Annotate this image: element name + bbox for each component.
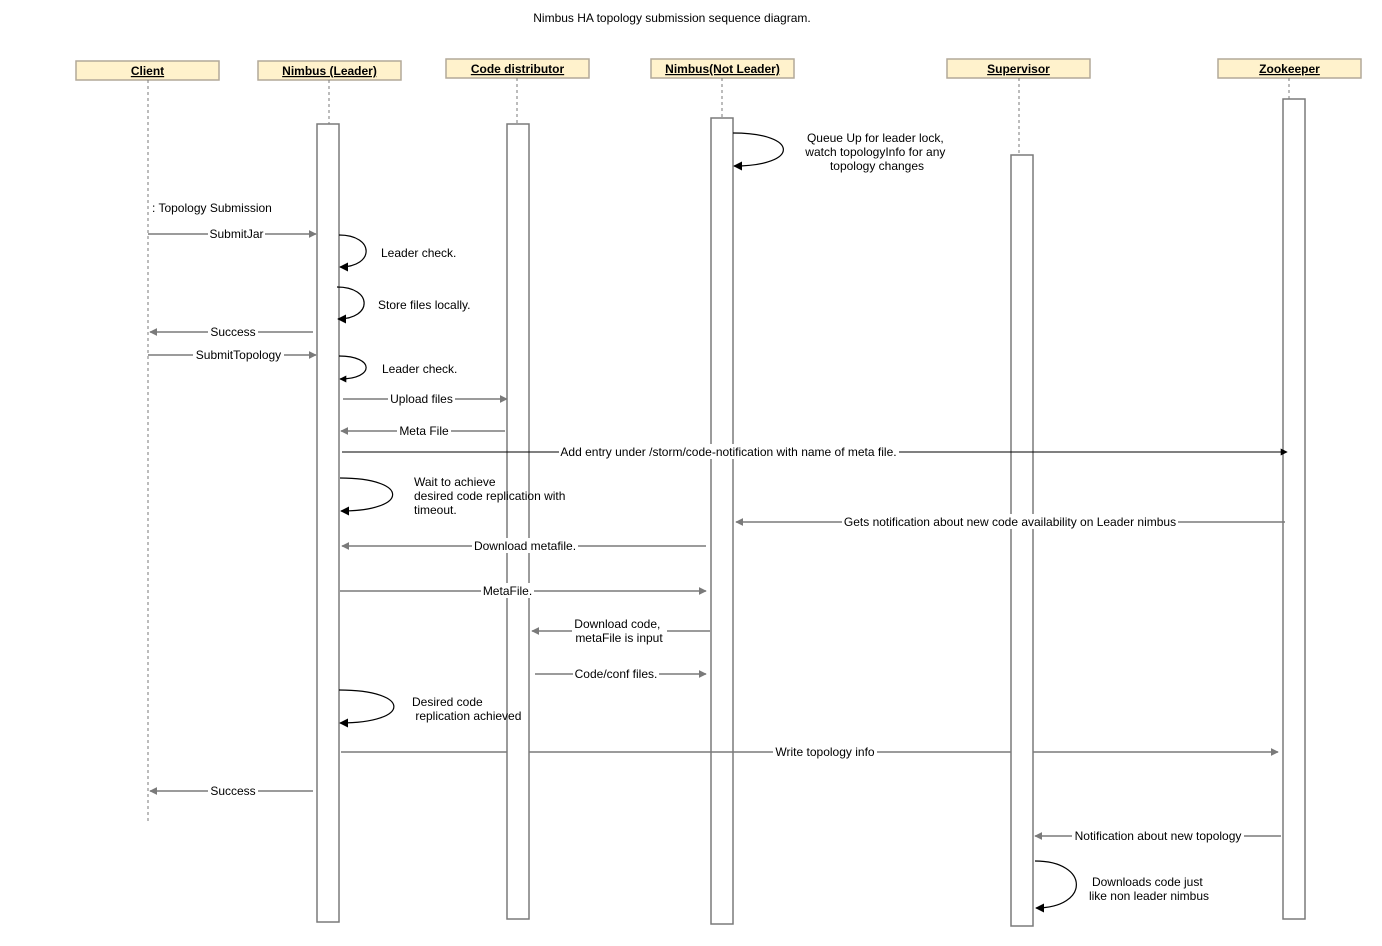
activation-bar-supervisor — [1010, 154, 1034, 927]
label-write-topology-info: Write topology info — [775, 745, 874, 759]
label-upload-files: Upload files — [390, 392, 453, 406]
self-call-label-replication-achieved: Desired code replication achieved — [0, 0, 531, 723]
label-success-1: Success — [210, 325, 255, 339]
actor-zookeeper: Zookeeper — [1217, 58, 1362, 79]
label-gets-notification: Gets notification about new code availab… — [844, 515, 1176, 529]
diagram-title: Nimbus HA topology submission sequence d… — [533, 11, 810, 25]
actor-client: Client — [75, 60, 220, 81]
self-call-arrow-leader-check-1 — [338, 234, 367, 272]
label-notification-new-topology: Notification about new topology — [1075, 829, 1242, 843]
actor-nimbus-leader: Nimbus (Leader) — [257, 60, 402, 81]
actor-label: Client — [131, 64, 164, 78]
label-submit-jar: SubmitJar — [209, 227, 263, 241]
activation-bar-code-distributor — [506, 123, 530, 920]
self-call-label-leader-check-2: Leader check. — [382, 362, 457, 376]
actor-supervisor: Supervisor — [946, 58, 1091, 79]
self-call-label-queue-up: Queue Up for leader lock, watch topology… — [804, 131, 948, 173]
actor-label: Code distributor — [471, 62, 565, 76]
self-call-label-wait-replication: Wait to achieve desired code replication… — [414, 475, 569, 517]
label-code-conf-files: Code/conf files. — [575, 667, 658, 681]
activation-bar-zookeeper — [1282, 98, 1306, 920]
actor-label: Zookeeper — [1259, 62, 1320, 76]
label-submit-topology: SubmitTopology — [196, 348, 281, 362]
label-meta-file: Meta File — [399, 424, 449, 438]
actor-label: Nimbus (Leader) — [282, 64, 377, 78]
label-download-metafile: Download metafile. — [474, 539, 576, 553]
self-call-label-downloads-code: Downloads code just like non leader nimb… — [1089, 875, 1209, 903]
label-metafile: MetaFile. — [483, 584, 532, 598]
self-call-arrow-downloads-code — [1034, 860, 1077, 913]
label-add-entry: Add entry under /storm/code-notification… — [560, 445, 896, 459]
activation-bar-nimbus-leader — [316, 123, 340, 923]
label-success-2: Success — [210, 784, 255, 798]
actor-label: Nimbus(Not Leader) — [665, 62, 780, 76]
self-call-arrow-wait-replication — [339, 477, 394, 516]
self-call-arrow-leader-check-2 — [338, 355, 367, 383]
self-call-label-store-files: Store files locally. — [378, 298, 470, 312]
self-call-label-leader-check-1: Leader check. — [381, 246, 456, 260]
self-call-arrow-queue-up — [732, 132, 784, 171]
self-call-arrow-replication-achieved — [338, 689, 395, 728]
actor-label: Supervisor — [987, 62, 1050, 76]
self-call-arrow-store-files — [336, 286, 365, 324]
activation-bar-nimbus-not-leader — [710, 117, 734, 925]
note-topology-submission: : Topology Submission — [152, 201, 272, 215]
actor-code-distributor: Code distributor — [445, 58, 590, 79]
actor-nimbus-not-leader: Nimbus(Not Leader) — [650, 58, 795, 79]
label-download-code: Download code, metaFile is input — [574, 617, 663, 645]
